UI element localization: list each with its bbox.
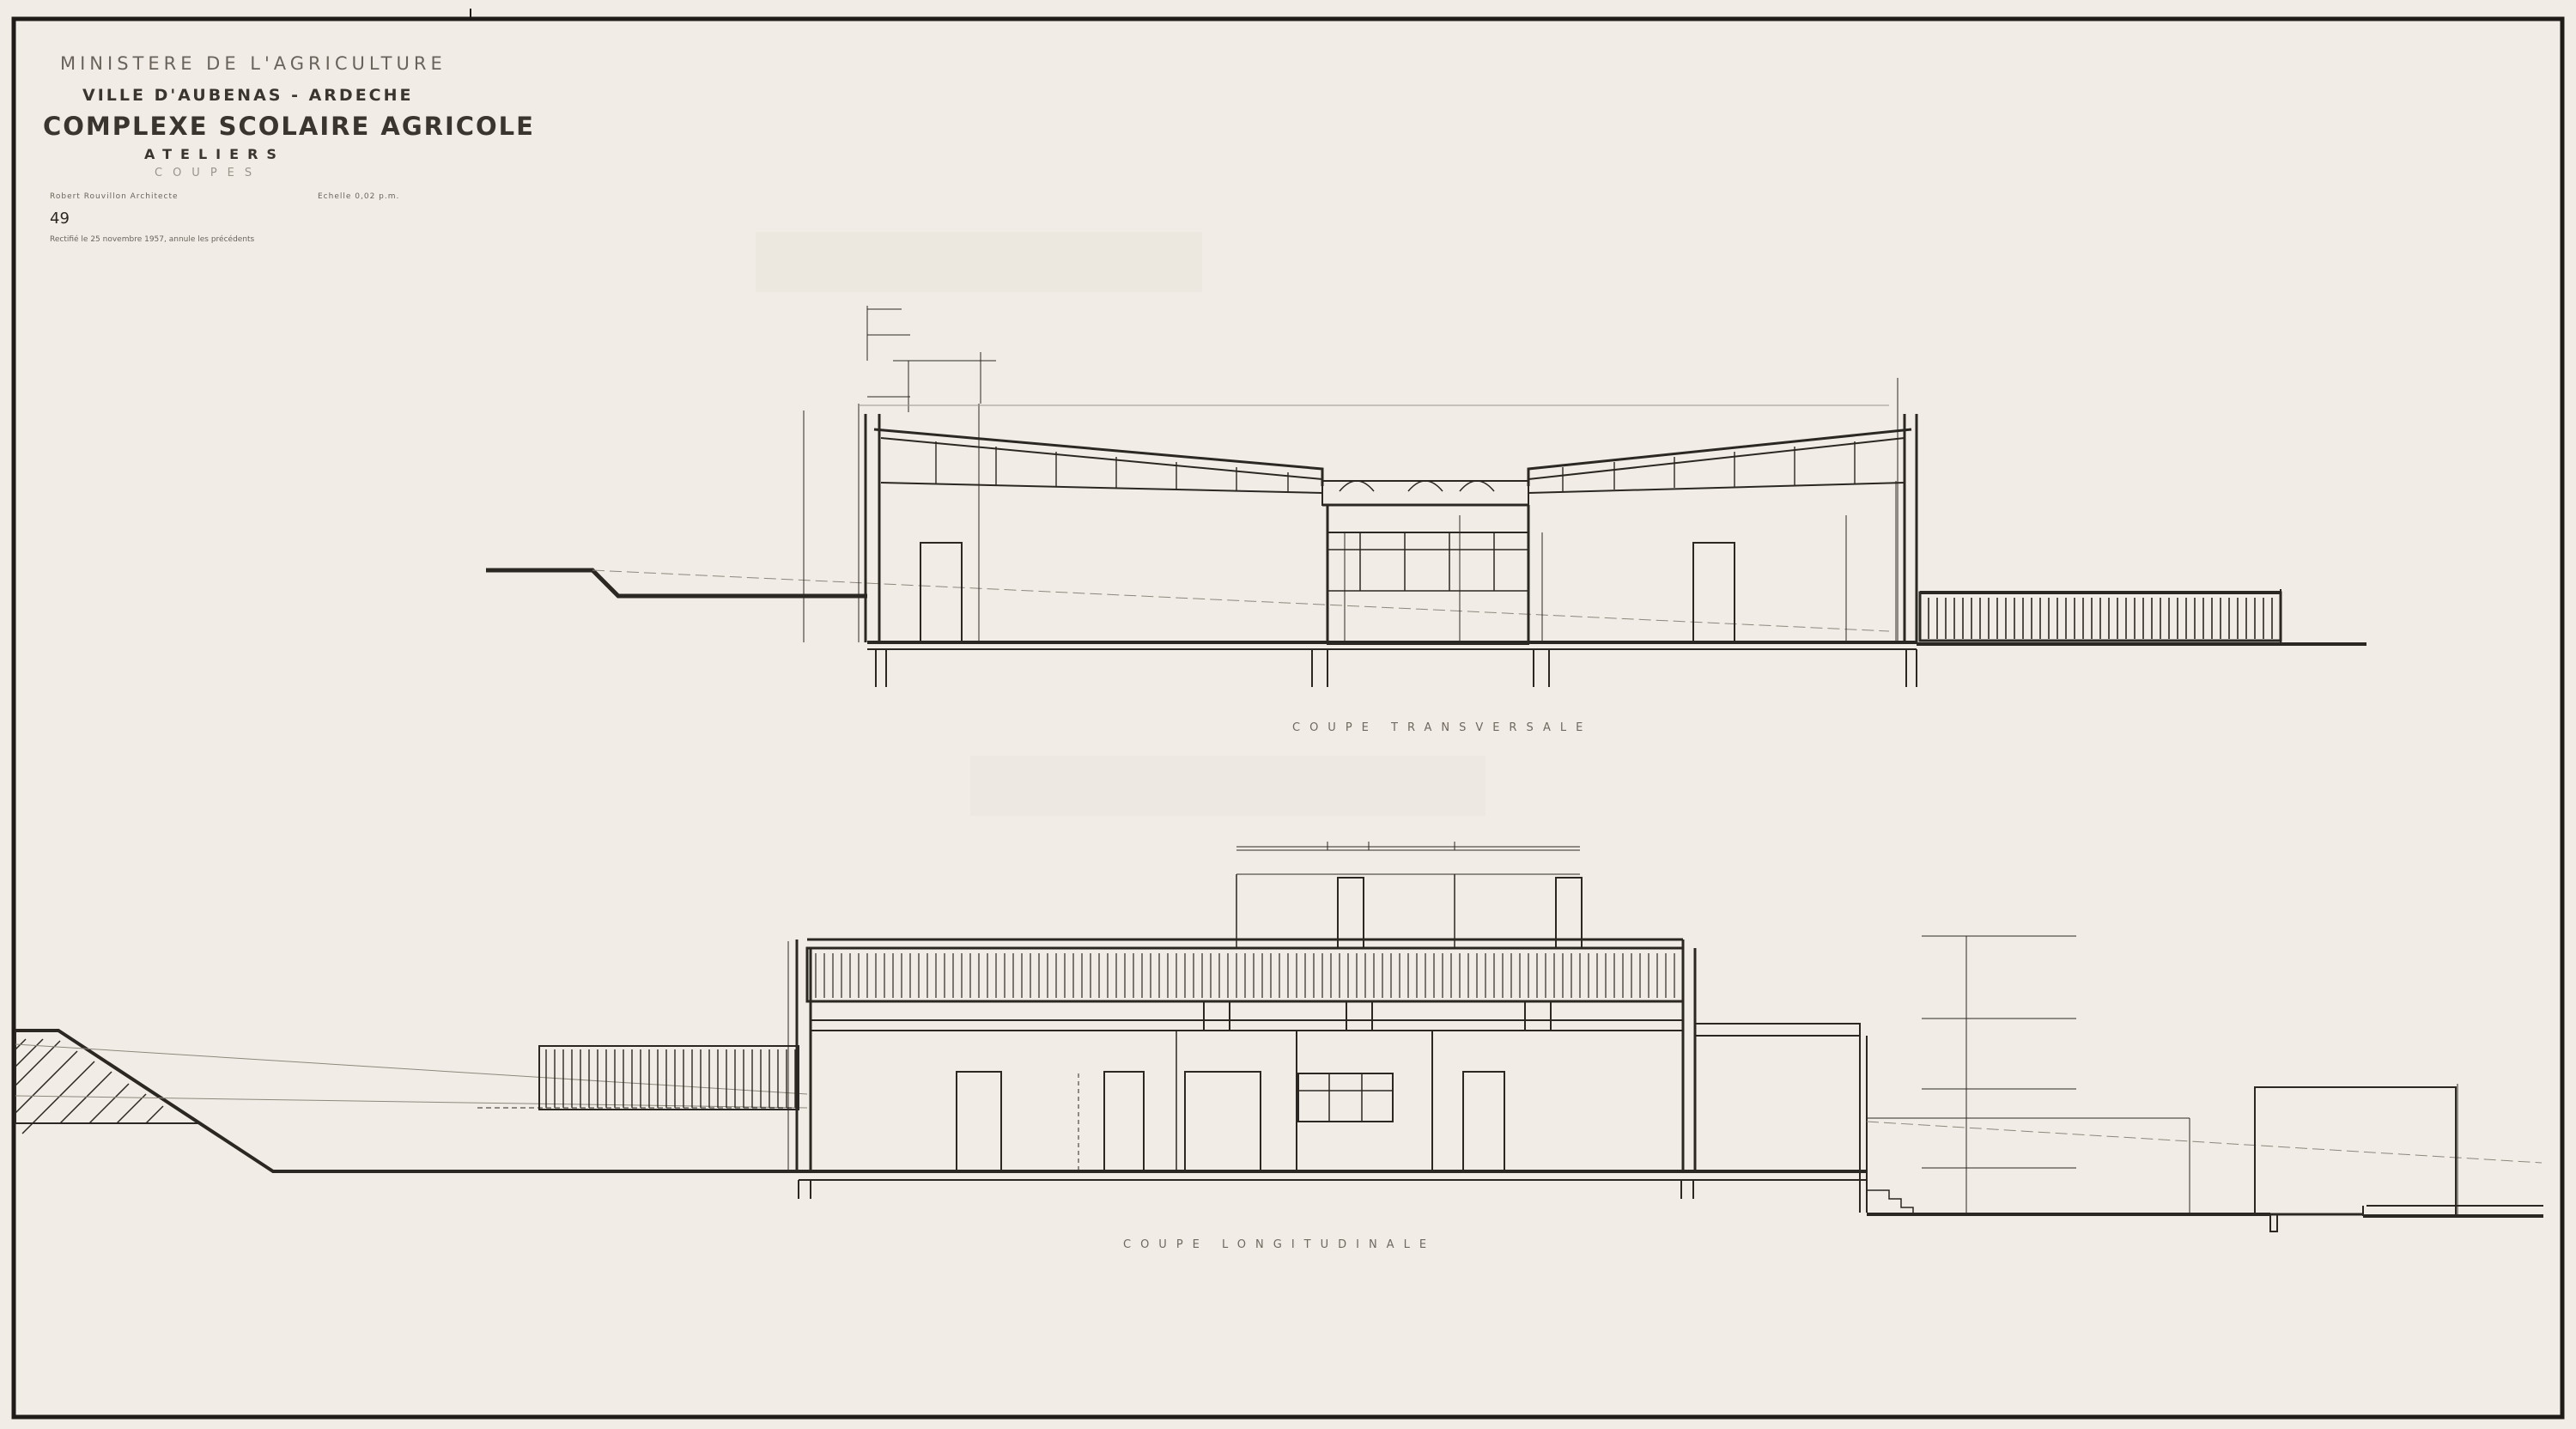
sheet-type: COUPES — [155, 167, 263, 179]
town-line: VILLE D'AUBENAS - ARDECHE — [82, 86, 414, 105]
scale-note: Echelle 0,02 p.m. — [318, 192, 400, 201]
sheet-number: 49 — [50, 210, 70, 228]
architect-credit: Robert Rouvillon Architecte — [50, 192, 179, 201]
transversal-section — [486, 306, 2366, 687]
transversal-section-label: COUPE TRANSVERSALE — [1292, 721, 1593, 734]
longitudinal-section — [15, 842, 2543, 1232]
revision-note: Rectifié le 25 novembre 1957, annule les… — [50, 235, 255, 244]
building-title: ATELIERS — [144, 146, 285, 162]
longitudinal-section-label: COUPE LONGITUDINALE — [1123, 1238, 1437, 1251]
project-title: COMPLEXE SCOLAIRE AGRICOLE — [43, 112, 535, 141]
sheet-border — [11, 16, 2565, 1420]
ministry-line: MINISTERE DE L'AGRICULTURE — [60, 53, 447, 74]
